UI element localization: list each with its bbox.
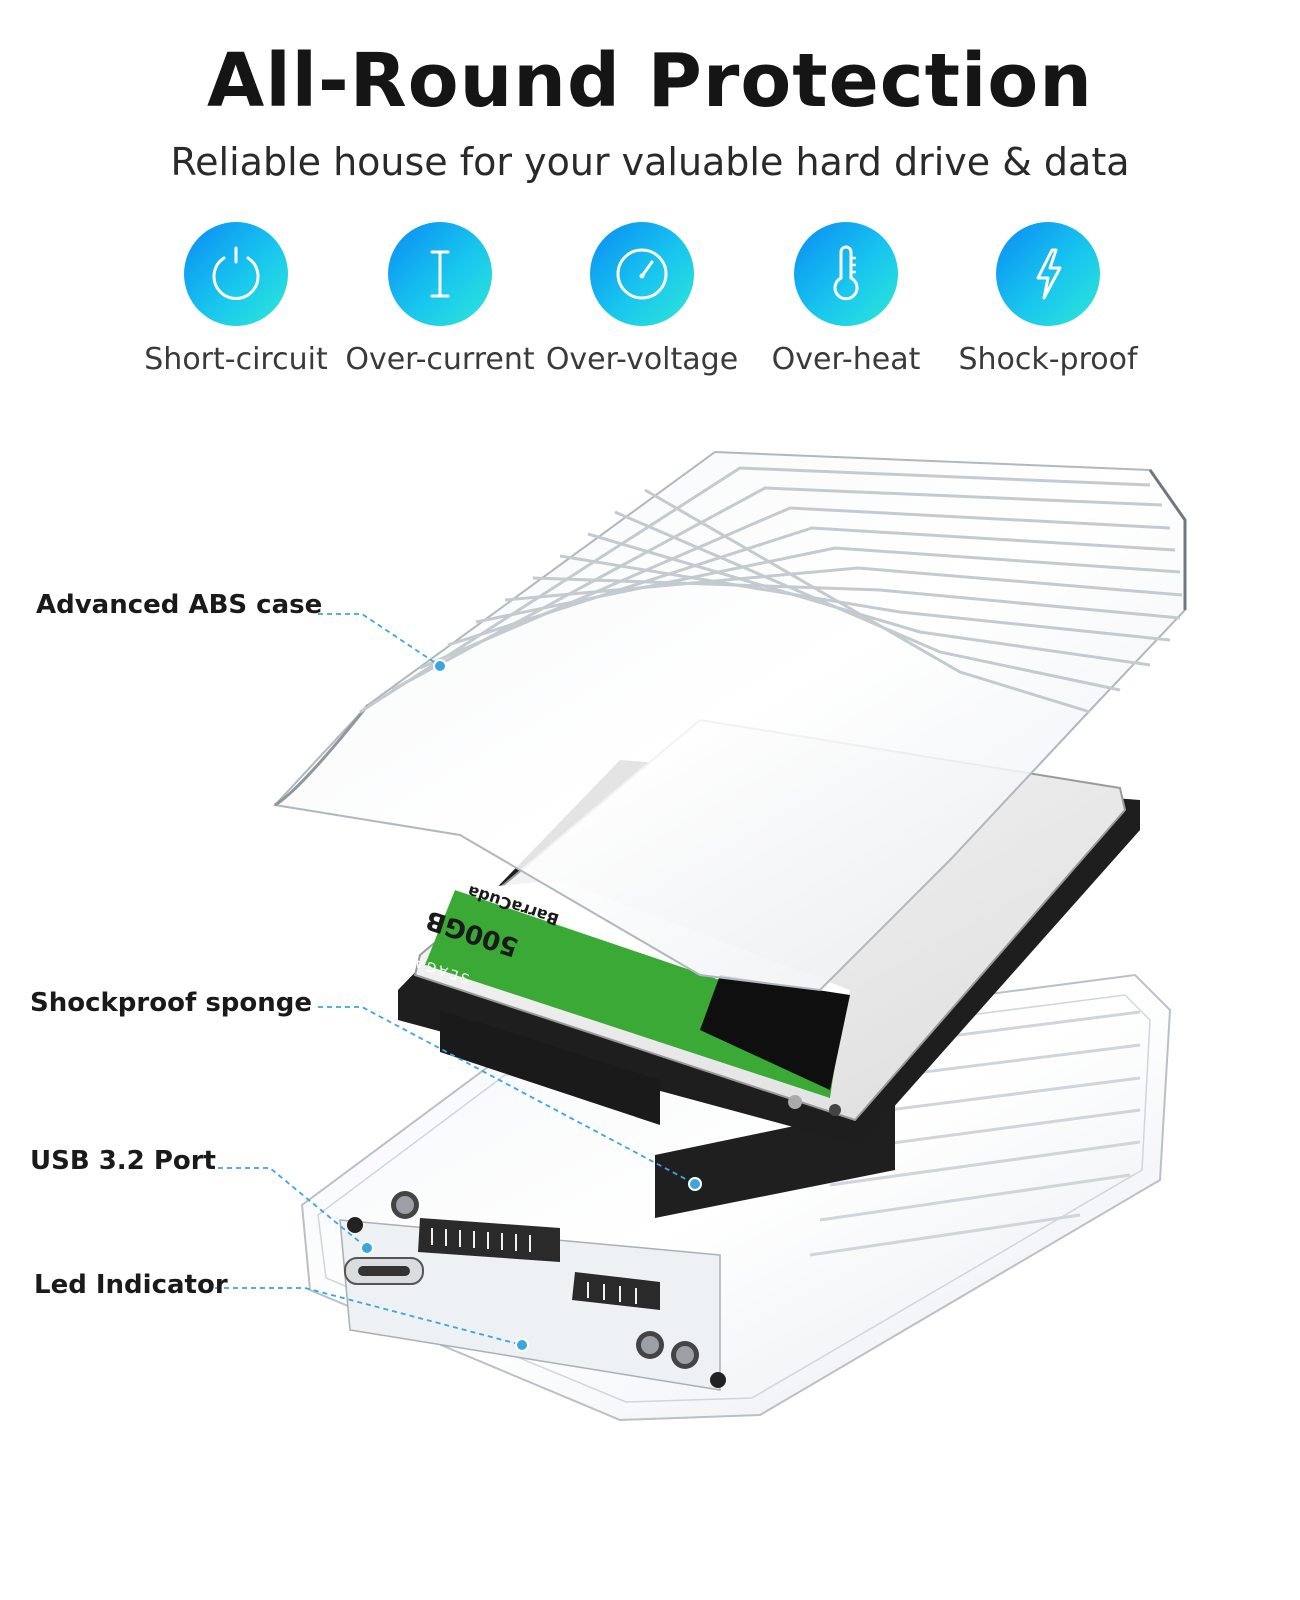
power-icon [184, 222, 288, 326]
feature-label: Shock-proof [958, 342, 1138, 377]
thermometer-icon [794, 222, 898, 326]
top-cover [272, 450, 1187, 992]
feature-short-circuit: Short-circuit [136, 222, 336, 377]
feature-label: Over-current [345, 342, 535, 377]
feature-label: Over-voltage [545, 342, 739, 377]
callout-abs-case: Advanced ABS case [36, 590, 323, 620]
lightning-icon [996, 222, 1100, 326]
feature-shock-proof: Shock-proof [948, 222, 1148, 377]
current-icon [388, 222, 492, 326]
case-marker [433, 659, 447, 673]
gauge-icon [590, 222, 694, 326]
feature-over-heat: Over-heat [746, 222, 946, 377]
feature-over-voltage: Over-voltage [542, 222, 742, 377]
page-title: All-Round Protection [207, 38, 1093, 124]
feature-over-current: Over-current [340, 222, 540, 377]
callout-led-indicator: Led Indicator [34, 1270, 228, 1300]
page-subtitle: Reliable house for your valuable hard dr… [170, 140, 1130, 184]
sponge-marker [688, 1177, 702, 1191]
port-marker [360, 1241, 374, 1255]
leader-lines [215, 613, 696, 1346]
callout-shockproof-sponge: Shockproof sponge [30, 988, 313, 1018]
callout-usb-port: USB 3.2 Port [30, 1146, 216, 1176]
feature-label: Short-circuit [144, 342, 328, 377]
led-marker [515, 1338, 529, 1352]
feature-label: Over-heat [771, 342, 921, 377]
